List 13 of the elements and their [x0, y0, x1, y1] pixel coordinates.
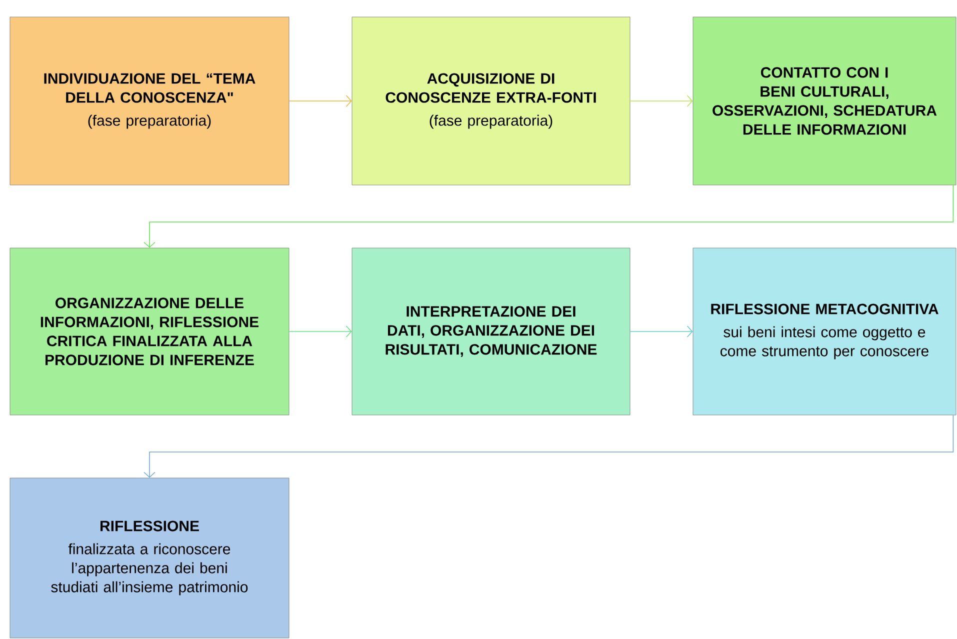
process-box: RIFLESSIONE finalizzata a riconoscere l’appartenenza dei beni studiati all’insieme patrimonio: [10, 478, 290, 638]
arrow: [144, 414, 954, 478]
process-box: ORGANIZZAZIONE DELLE INFORMAZIONI, RIFLESSIONE CRITICA FINALIZZATA ALLA PRODUZIONE DI INFERENZE: [10, 248, 290, 416]
process-box: CONTATTO CON I BENI CULTURALI, OSSERVAZIONI, SCHEDATURA DELLE INFORMAZIONI: [692, 16, 956, 186]
arrow: [630, 326, 693, 338]
process-box: RIFLESSIONE METACOGNITIVA sui beni intesi come oggetto e come strumento per conoscere: [692, 248, 956, 416]
process-box: INDIVIDUAZIONE DEL “TEMA DELLA CONOSCENZA" (fase preparatoria): [10, 16, 290, 186]
process-box: ACQUISIZIONE DI CONOSCENZE EXTRA-FONTI (fase preparatoria): [352, 16, 630, 186]
process-box: INTERPRETAZIONE DEI DATI, ORGANIZZAZIONE DEI RISULTATI, COMUNICAZIONE: [352, 248, 630, 416]
arrow: [630, 95, 693, 107]
arrow: [144, 184, 954, 248]
arrow: [288, 326, 352, 338]
arrow: [288, 95, 352, 107]
